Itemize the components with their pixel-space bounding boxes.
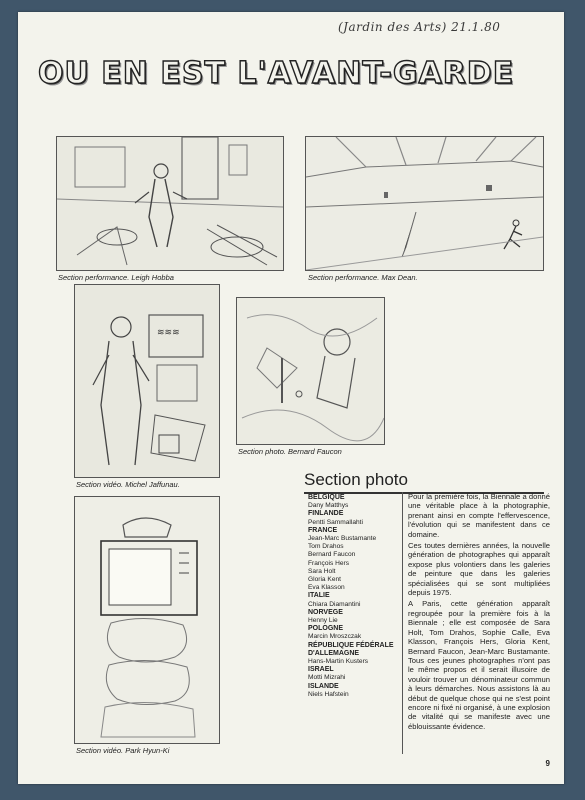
artist-list-country: RÉPUBLIQUE FÉDÉRALE D'ALLEMAGNE (308, 641, 394, 657)
artist-list-country: BELGIQUE (308, 494, 345, 501)
artist-list-name: Niels Hafstein (308, 690, 349, 698)
svg-text:≋≋≋: ≋≋≋ (157, 328, 180, 338)
article-paragraph: A Paris, cette génération apparaît regro… (408, 599, 550, 731)
artist-list-name: Gloria Kent (308, 576, 341, 584)
headline: OU EN EST L'AVANT-GARDE (37, 55, 515, 91)
artist-list-country: POLOGNE (308, 625, 344, 633)
magazine-page: (Jardin des Arts) 21.1.80 OU EN EST L'AV… (18, 12, 564, 784)
artist-list-name: Bernard Faucon (308, 551, 356, 559)
caption-top-left: Section performance. Leigh Hobba (58, 273, 174, 282)
article-body: Pour la première fois, la Biennale a don… (408, 492, 550, 733)
photo-video-michel-jaffunau: ≋≋≋ (74, 284, 220, 478)
artist-list-name: Tom Drahos (308, 543, 344, 551)
page-number: 9 (545, 759, 550, 768)
caption-middle-left: Section vidéo. Michel Jaffunau. (76, 480, 180, 489)
photo-video-park-hyun-ki (74, 496, 220, 744)
artist-list-country: ITALIE (308, 592, 330, 600)
artist-list-country: ISRAEL (308, 666, 334, 674)
photo-bernard-faucon (236, 297, 385, 445)
artist-list-name: Marcin Mroszczak (308, 633, 362, 641)
artist-list-country: ISLANDE (308, 682, 339, 690)
handwritten-annotation: (Jardin des Arts) 21.1.80 (338, 20, 501, 34)
artist-list-name: Chiara Diamantini (308, 600, 361, 608)
artist-list-country: FINLANDE (308, 510, 344, 518)
artist-list-name: Dany Matthys (308, 502, 349, 510)
photo-performance-max-dean (305, 136, 544, 271)
artist-list-name: Jean-Marc Bustamante (308, 535, 377, 543)
artist-list-name: Sara Holt (308, 567, 336, 575)
caption-top-right: Section performance. Max Dean. (308, 273, 418, 282)
article-paragraph: Ces toutes dernières années, la nouvelle… (408, 541, 550, 598)
artist-list-name: Pentti Sammallahti (308, 518, 363, 526)
section-title: Section photo (304, 470, 544, 494)
artist-list-name: François Hers (308, 559, 350, 567)
column-divider (402, 492, 403, 754)
article-paragraph: Pour la première fois, la Biennale a don… (408, 492, 550, 539)
photo-performance-leigh-hobba (56, 136, 284, 271)
artist-list-country: FRANCE (308, 526, 338, 534)
artist-list-country: NORVEGE (308, 608, 343, 616)
artist-list-name: Motti Mizrahi (308, 674, 346, 682)
artist-list-name: Henny Lie (308, 617, 338, 625)
artist-list-name: Hans-Martin Kusters (308, 658, 369, 666)
artist-list-name: Eva Klasson (308, 584, 345, 592)
caption-bottom-left: Section vidéo. Park Hyun-Ki (76, 746, 170, 755)
caption-middle-right: Section photo. Bernard Faucon (238, 447, 342, 456)
